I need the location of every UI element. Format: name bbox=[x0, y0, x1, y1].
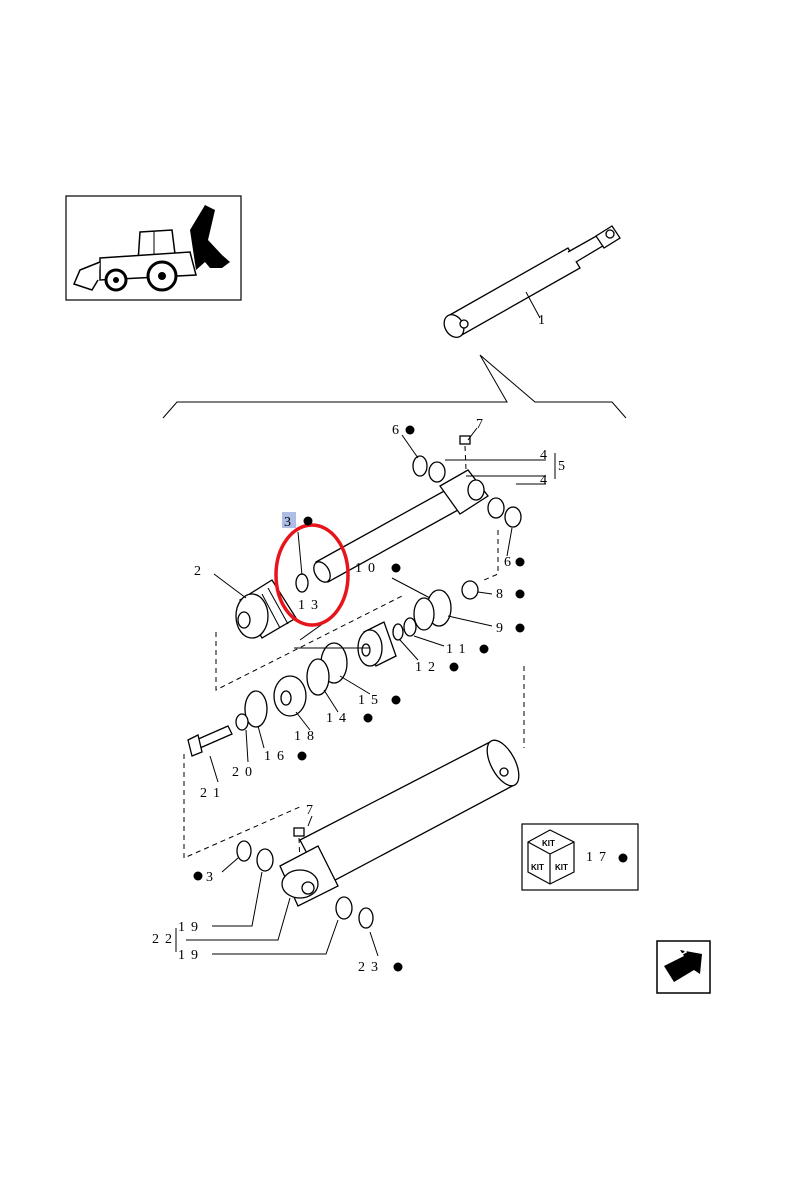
kit-box: KIT KIT KIT 17 bbox=[521, 823, 639, 891]
backhoe-loader-thumbnail bbox=[65, 195, 242, 301]
callout-19-upper: 19 bbox=[178, 920, 204, 935]
callout-19-lower: 19 bbox=[178, 948, 204, 963]
seals bbox=[235, 455, 522, 929]
leader-lines bbox=[175, 427, 556, 957]
callout-7-upper: 7 bbox=[476, 417, 489, 432]
callout-18: 18 bbox=[294, 729, 320, 744]
callout-3: 3 bbox=[284, 515, 297, 530]
callout-8: 8 bbox=[496, 587, 509, 602]
callout-23: 23 bbox=[358, 960, 384, 975]
zoom-bracket bbox=[162, 354, 627, 419]
callout-22: 22 bbox=[152, 932, 178, 947]
next-page-arrow-icon[interactable] bbox=[656, 940, 711, 994]
callout-3-highlight bbox=[282, 512, 296, 528]
highlight-circle bbox=[274, 523, 350, 627]
kit-text-left: KIT bbox=[531, 863, 544, 872]
assembled-cylinder bbox=[443, 225, 621, 338]
callout-4-lower: 4 bbox=[540, 473, 553, 488]
callout-6-upper: 6 bbox=[392, 423, 405, 438]
callout-15: 15 bbox=[358, 693, 384, 708]
bolt bbox=[187, 725, 233, 757]
callout-21: 21 bbox=[200, 786, 226, 801]
callout-3-lower: 3 bbox=[206, 870, 219, 885]
callout-2: 2 bbox=[194, 564, 207, 579]
grease-nipple-bottom bbox=[293, 827, 305, 867]
grease-nipple-top bbox=[459, 435, 471, 471]
callout-12: 12 bbox=[415, 660, 441, 675]
cylinder-barrel bbox=[279, 739, 520, 907]
callout-6-lower: 6 bbox=[504, 555, 517, 570]
kit-text-right: KIT bbox=[555, 863, 568, 872]
callout-5: 5 bbox=[558, 459, 571, 474]
callout-20: 20 bbox=[232, 765, 258, 780]
guide-ring bbox=[273, 675, 307, 717]
callout-16: 16 bbox=[264, 749, 290, 764]
callout-13: 13 bbox=[298, 598, 324, 613]
callout-14: 14 bbox=[326, 711, 352, 726]
callout-4-upper: 4 bbox=[540, 448, 553, 463]
kit-text-top: KIT bbox=[542, 839, 555, 848]
piston-rod bbox=[313, 469, 489, 583]
callout-9: 9 bbox=[496, 621, 509, 636]
cylinder-head bbox=[235, 579, 297, 639]
callout-17: 17 bbox=[586, 850, 612, 865]
callout-10: 10 bbox=[355, 561, 381, 576]
callout-7-lower: 7 bbox=[306, 803, 319, 818]
callout-1: 1 bbox=[538, 313, 551, 328]
piston bbox=[357, 621, 397, 667]
callout-11: 11 bbox=[446, 642, 471, 657]
